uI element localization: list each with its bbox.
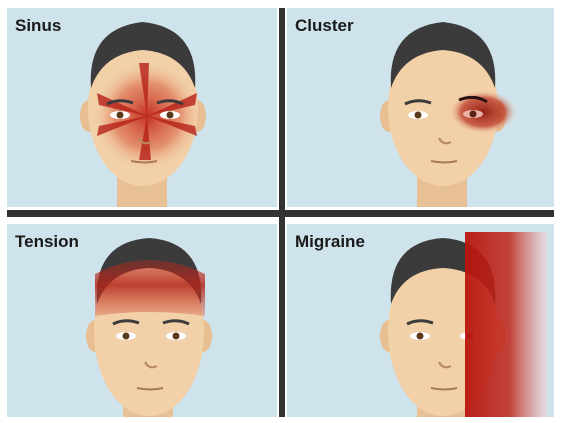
panel-migraine: Migraine bbox=[287, 224, 554, 417]
panel-tension: Tension bbox=[7, 224, 277, 417]
migraine-pain-highlight bbox=[465, 232, 547, 417]
tension-face-illustration bbox=[7, 224, 277, 417]
panel-label: Migraine bbox=[295, 232, 365, 252]
panel-label: Sinus bbox=[15, 16, 61, 36]
migraine-face-illustration bbox=[287, 224, 554, 417]
panel-sinus: Sinus bbox=[7, 8, 277, 207]
panel-cluster: Cluster bbox=[287, 8, 554, 207]
cluster-pain-highlight bbox=[449, 90, 517, 134]
horizontal-divider bbox=[7, 210, 554, 217]
tension-pain-highlight bbox=[95, 260, 205, 316]
panel-label: Tension bbox=[15, 232, 79, 252]
sinus-face-illustration bbox=[7, 8, 277, 207]
panel-label: Cluster bbox=[295, 16, 354, 36]
cluster-face-illustration bbox=[287, 8, 554, 207]
